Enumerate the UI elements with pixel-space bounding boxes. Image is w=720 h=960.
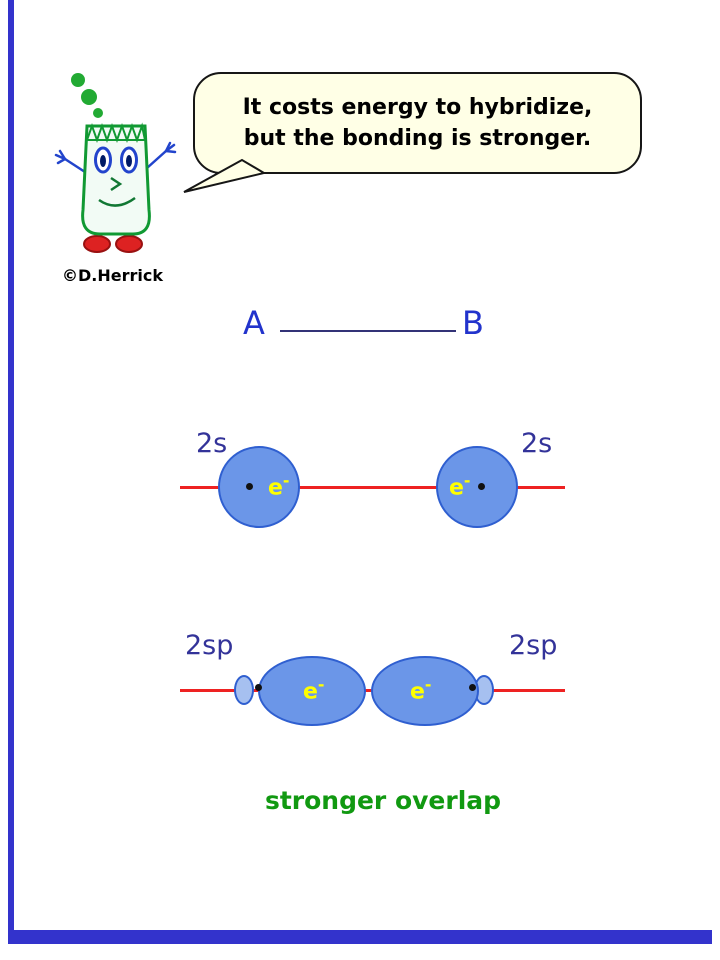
slide-bottom-border xyxy=(8,930,712,944)
sp-orbital-label-right: 2sp xyxy=(509,630,558,661)
slide-left-border xyxy=(8,0,14,938)
s-orbital-left xyxy=(218,446,300,528)
mascot-eyes-icon xyxy=(94,146,138,174)
speech-bubble-tail-icon xyxy=(183,158,267,193)
bubbles-icon xyxy=(71,73,103,118)
nucleus-dot-b-2s xyxy=(478,483,485,490)
mascot-nose-icon xyxy=(110,176,123,192)
mascot-arms-icon xyxy=(54,141,177,174)
atom-a-label: A xyxy=(243,304,265,342)
nucleus-dot-a-2s xyxy=(246,483,253,490)
sp-orbital-label-left: 2sp xyxy=(185,630,234,661)
speech-bubble: It costs energy to hybridize, but the bo… xyxy=(193,72,642,174)
sp-orbital-right xyxy=(371,656,479,726)
nucleus-dot-a-2sp xyxy=(255,684,262,691)
s-orbital-label-left: 2s xyxy=(196,428,228,459)
caption-stronger-overlap: stronger overlap xyxy=(264,786,502,815)
electron-label: e- xyxy=(268,471,290,501)
mascot-mouth-icon xyxy=(98,196,136,207)
speech-line-1: It costs energy to hybridize, xyxy=(242,95,593,120)
credit-text: ©D.Herrick xyxy=(62,266,163,285)
internuclear-axis-2s xyxy=(180,486,565,489)
flask-mascot-icon xyxy=(54,73,177,253)
nucleus-dot-b-2sp xyxy=(469,684,476,691)
mascot-feet-icon xyxy=(83,235,143,253)
electron-label: e- xyxy=(303,675,325,705)
flask-rim-icon xyxy=(85,122,147,143)
sp-orbital-left xyxy=(258,656,366,726)
sp-small-lobe-left xyxy=(234,675,254,705)
speech-line-2: but the bonding is stronger. xyxy=(243,126,592,151)
bond-line xyxy=(280,330,456,332)
electron-label: e- xyxy=(449,471,471,501)
atom-b-label: B xyxy=(462,304,484,342)
electron-label: e- xyxy=(410,675,432,705)
s-orbital-label-right: 2s xyxy=(521,428,553,459)
s-orbital-right xyxy=(436,446,518,528)
